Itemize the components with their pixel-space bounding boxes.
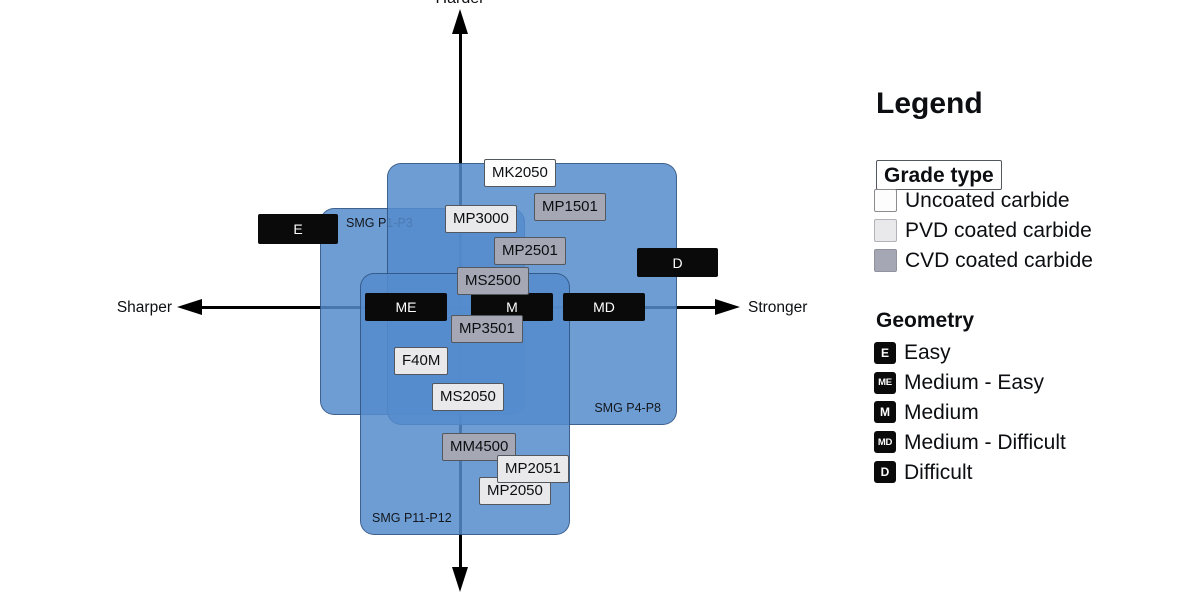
grade-label-mk2050: MK2050	[484, 159, 556, 187]
arrowhead-up-icon	[452, 9, 468, 34]
geometry-m-swatch-icon: M	[874, 401, 896, 424]
geometry-marker-e: E	[258, 214, 338, 244]
grade-label-ms2050: MS2050	[432, 383, 504, 411]
uncoated-swatch-icon	[874, 189, 897, 213]
region-label-smg-p11-p12: SMG P11-P12	[372, 511, 452, 526]
grade-label-mp3000: MP3000	[445, 205, 517, 233]
legend-row-label: Medium - Difficult	[904, 430, 1066, 454]
legend-row-cvd-coated-carbide: CVD coated carbide	[874, 246, 1093, 276]
geometry-d-swatch-icon: D	[874, 461, 896, 484]
legend-title: Legend	[876, 87, 983, 120]
axis-label-harder: Harder	[420, 0, 500, 8]
region-label-smg-p4-p8: SMG P4-P8	[594, 401, 661, 416]
legend-row-label: Medium	[904, 400, 979, 424]
grade-label-mp2501: MP2501	[494, 237, 566, 265]
axis-label-stronger: Stronger	[748, 299, 808, 316]
geometry-marker-me: ME	[365, 293, 447, 321]
legend-row-label: PVD coated carbide	[905, 219, 1092, 243]
legend-row-medium-easy: ME Medium - Easy	[874, 368, 1066, 398]
axis-label-sharper: Sharper	[116, 299, 172, 316]
legend-row-label: CVD coated carbide	[905, 248, 1093, 272]
grade-type-heading: Grade type	[876, 160, 1002, 190]
legend-row-medium: M Medium	[874, 398, 1066, 428]
geometry-me-swatch-icon: ME	[874, 371, 896, 394]
legend-row-easy: E Easy	[874, 338, 1066, 368]
geometry-e-swatch-icon: E	[874, 341, 896, 364]
arrowhead-left-icon	[177, 299, 202, 315]
geometry-marker-d: D	[637, 248, 718, 277]
geometry-marker-md: MD	[563, 293, 645, 321]
grade-label-mp1501: MP1501	[534, 193, 606, 221]
grade-label-mp2051: MP2051	[497, 455, 569, 483]
cvd-swatch-icon	[874, 248, 897, 272]
legend-row-label: Uncoated carbide	[905, 189, 1070, 213]
pvd-swatch-icon	[874, 219, 897, 243]
legend-row-medium-difficult: MD Medium - Difficult	[874, 427, 1066, 457]
legend-row-label: Difficult	[904, 460, 973, 484]
legend-row-uncoated-carbide: Uncoated carbide	[874, 186, 1093, 216]
arrowhead-right-icon	[715, 299, 740, 315]
legend-row-label: Easy	[904, 341, 951, 365]
legend-row-pvd-coated-carbide: PVD coated carbide	[874, 216, 1093, 246]
legend-row-difficult: D Difficult	[874, 457, 1066, 487]
arrowhead-down-icon	[452, 567, 468, 592]
geometry-heading: Geometry	[876, 309, 975, 332]
grade-label-ms2500: MS2500	[457, 267, 529, 295]
geometry-md-swatch-icon: MD	[874, 431, 896, 454]
grade-label-f40m: F40M	[394, 347, 449, 375]
grade-label-mp3501: MP3501	[451, 315, 523, 343]
legend-row-label: Medium - Easy	[904, 371, 1045, 395]
